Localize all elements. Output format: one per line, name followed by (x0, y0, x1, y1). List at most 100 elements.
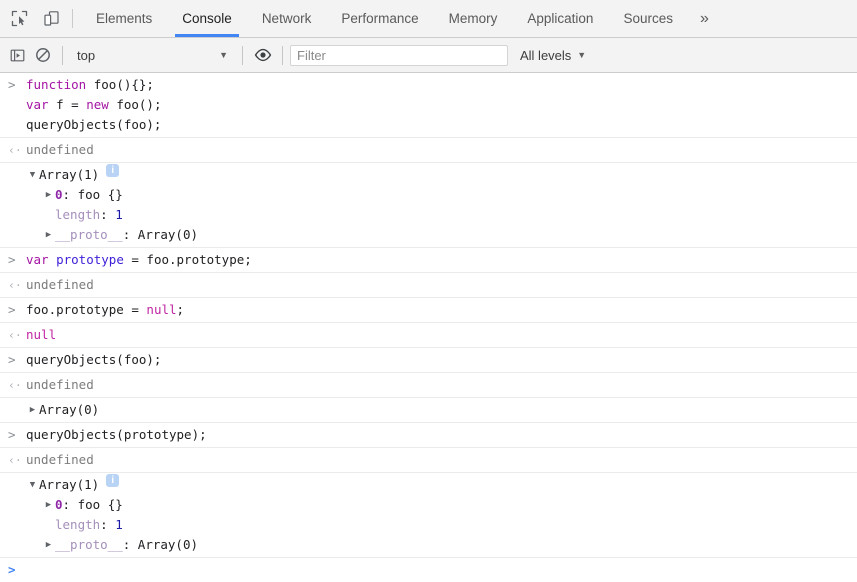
device-toolbar-icon[interactable] (40, 8, 62, 30)
console-output-text: undefined (26, 450, 857, 470)
output-value: undefined (26, 142, 94, 157)
object-tree-header[interactable]: ▶Array(0) (26, 400, 849, 420)
code-token: length (55, 517, 101, 532)
object-preview-label: Array(1) (39, 477, 100, 492)
console-input-text[interactable]: foo.prototype = null; (26, 300, 857, 320)
triangle-collapsed-icon[interactable]: ▶ (29, 405, 36, 415)
console-message: ‹·undefined (0, 373, 857, 398)
triangle-collapsed-icon[interactable]: ▶ (45, 540, 52, 550)
tab-console[interactable]: Console (167, 0, 247, 37)
code-token: queryObjects(foo); (26, 117, 162, 132)
console-prompt-icon: > (8, 562, 16, 577)
input-prompt-icon: > (8, 427, 16, 442)
tab-overflow-icon[interactable]: » (699, 9, 709, 27)
console-input-text[interactable]: function foo(){};var f = new foo();query… (26, 75, 857, 135)
console-message: ▼Array(1)i▶0: foo {}▶length: 1▶__proto__… (0, 163, 857, 248)
console-toolbar: top ▼ All levels ▼ (0, 38, 857, 73)
filter-input[interactable] (290, 44, 508, 66)
console-message: >foo.prototype = null; (0, 298, 857, 323)
tab-application[interactable]: Application (512, 0, 608, 37)
tab-sources-label: Sources (623, 11, 673, 26)
console-output-text: undefined (26, 375, 857, 395)
tab-application-label: Application (527, 11, 594, 26)
object-tree-header[interactable]: ▼Array(1)i (26, 164, 849, 185)
code-token: 1 (115, 517, 123, 532)
triangle-expanded-icon[interactable]: ▼ (29, 170, 36, 180)
chevron-down-icon: ▼ (219, 49, 228, 60)
code-token: var (26, 252, 49, 267)
object-property-row[interactable]: ▶length: 1 (26, 515, 849, 535)
tab-sources[interactable]: Sources (608, 0, 688, 37)
console-message: ‹·undefined (0, 273, 857, 298)
triangle-expanded-icon[interactable]: ▼ (29, 480, 36, 490)
output-prompt-icon: ‹· (8, 328, 22, 342)
tab-network[interactable]: Network (247, 0, 327, 37)
code-line: queryObjects(foo); (26, 115, 849, 135)
input-prompt-icon: > (8, 252, 16, 267)
triangle-collapsed-icon[interactable]: ▶ (45, 230, 52, 240)
object-property-row[interactable]: ▶length: 1 (26, 205, 849, 225)
object-tree: ▼Array(1)i▶0: foo {}▶length: 1▶__proto__… (26, 164, 857, 245)
code-token: foo() (86, 77, 132, 92)
console-message: > queryObjects(prototype); (0, 423, 857, 448)
code-line: var f = new foo(); (26, 95, 849, 115)
console-message-list: >function foo(){};var f = new foo();quer… (0, 73, 857, 582)
code-token: : (62, 187, 78, 202)
object-tree-header[interactable]: ▼Array(1) i (26, 474, 849, 495)
code-token: 0 (55, 187, 63, 202)
console-sidebar-toggle-icon[interactable] (5, 43, 30, 68)
code-token: 1 (115, 207, 123, 222)
console-message: > var prototype = foo.prototype; (0, 248, 857, 273)
console-message: > queryObjects(foo); (0, 348, 857, 373)
object-property-row[interactable]: ▶__proto__: Array(0) (26, 225, 849, 245)
code-token: : (62, 497, 78, 512)
object-property-row[interactable]: ▶0: foo {} (26, 495, 849, 515)
info-badge-icon[interactable]: i (106, 474, 120, 487)
input-prompt-icon: > (8, 77, 16, 92)
tab-performance[interactable]: Performance (326, 0, 433, 37)
code-token: null (26, 327, 57, 342)
code-token: foo {} (77, 497, 123, 512)
object-tree: ▶Array(0) (26, 400, 857, 420)
inspect-element-icon[interactable] (8, 8, 30, 30)
code-token: prototype (56, 252, 124, 267)
info-badge-icon[interactable]: i (106, 164, 120, 177)
tab-elements-label: Elements (96, 11, 153, 26)
code-token: __proto__ (55, 227, 123, 242)
object-property-row[interactable]: ▶0: foo {} (26, 185, 849, 205)
code-token: foo.prototype = (26, 302, 147, 317)
code-token: : (122, 227, 138, 242)
console-prompt-row[interactable]: > (0, 558, 857, 582)
code-token: queryObjects(prototype); (26, 427, 207, 442)
tab-memory[interactable]: Memory (434, 0, 513, 37)
live-expression-eye-icon[interactable] (250, 43, 275, 68)
code-token: foo(); (108, 97, 162, 112)
tab-network-label: Network (261, 11, 312, 26)
code-token: 0 (55, 497, 63, 512)
triangle-collapsed-icon[interactable]: ▶ (45, 190, 52, 200)
console-output-text: null (26, 325, 857, 345)
console-input-text[interactable]: queryObjects(prototype); (26, 425, 857, 445)
tab-console-label: Console (182, 11, 232, 26)
object-preview-label: Array(0) (39, 402, 100, 417)
code-token: Array(0) (137, 227, 199, 242)
clear-console-icon[interactable] (30, 43, 55, 68)
tab-elements[interactable]: Elements (81, 0, 167, 37)
code-token: new (86, 97, 109, 112)
input-prompt-icon: > (8, 352, 16, 367)
output-prompt-icon: ‹· (8, 143, 22, 157)
output-value: undefined (26, 377, 94, 392)
toolbar-divider-1 (62, 45, 63, 65)
console-message: ‹· undefined (0, 138, 857, 163)
object-property-row[interactable]: ▶__proto__: Array(0) (26, 535, 849, 555)
execution-context-selector[interactable]: top ▼ (70, 44, 235, 67)
triangle-collapsed-icon[interactable]: ▶ (45, 500, 52, 510)
tab-performance-label: Performance (341, 11, 419, 26)
code-token: {}; (131, 77, 154, 92)
log-level-dropdown[interactable]: All levels ▼ (520, 48, 586, 63)
code-token: = (71, 97, 79, 112)
console-input-text[interactable]: queryObjects(foo); (26, 350, 857, 370)
code-token: queryObjects(foo); (26, 352, 162, 367)
tabbar-tool-icons (0, 0, 68, 37)
console-input-text[interactable]: var prototype = foo.prototype; (26, 250, 857, 270)
